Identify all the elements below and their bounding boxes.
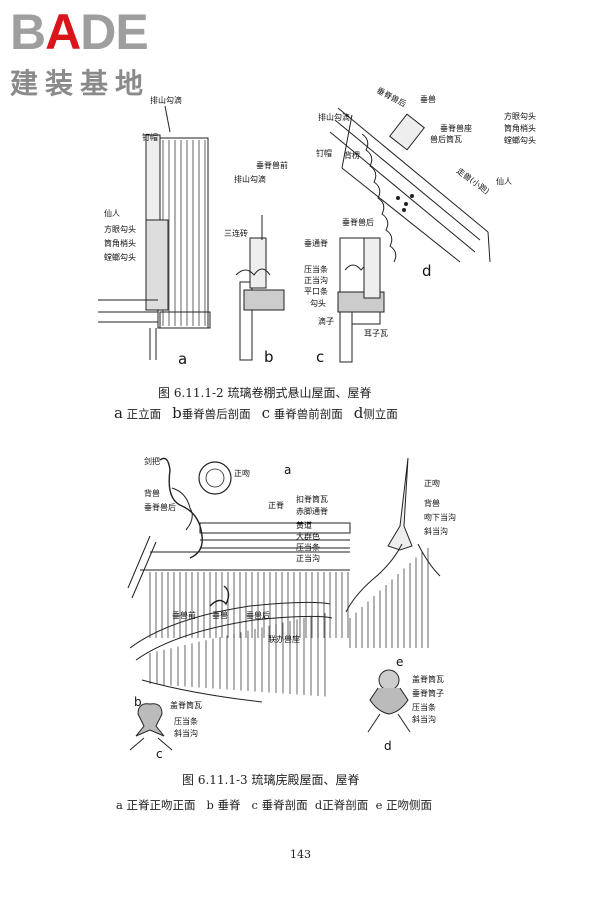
- label-letter-b: b: [264, 348, 274, 366]
- label-d-zuo: 垂脊兽座: [440, 123, 472, 133]
- label-fig2-a: a: [284, 463, 291, 477]
- label-zheng-ji: 正脊: [268, 500, 284, 510]
- page-number: 143: [290, 848, 311, 861]
- label-d-chui: 垂脊筒子: [412, 688, 444, 698]
- label-ding-mao-a: 钉帽: [142, 132, 158, 142]
- label-ping-kou-c: 平口条: [304, 286, 328, 296]
- figure-1-drawing: 排山勾滴 钉帽 仙人 方眼勾头 筒角梢头 螳螂勾头 排山勾滴 垂脊兽前 三连砖 …: [98, 85, 536, 368]
- figure-1-legend: a 正立面 b垂脊兽后剖面 c 垂脊兽前剖面 d侧立面: [114, 404, 398, 422]
- label-er-zi-c: 耳子瓦: [364, 329, 388, 338]
- label-san-lian-b: 三连砖: [224, 228, 248, 238]
- label-pai-shan-b: 排山勾滴: [234, 174, 266, 184]
- label-pai-shan-a: 排山勾滴: [150, 95, 182, 105]
- label-d-pai: 排山勾滴: [318, 112, 350, 122]
- label-c-ya: 压当条: [174, 716, 198, 726]
- label-d-gai: 盖脊筒瓦: [412, 674, 444, 684]
- label-chui-shou-a: 垂脊兽后: [144, 502, 176, 512]
- label-bei-shou: 背兽: [144, 488, 160, 498]
- label-d-fang: 方眼勾头: [504, 111, 536, 121]
- label-hou-c: 垂脊兽后: [342, 217, 374, 227]
- label-di-zi-c: 滴子: [318, 316, 334, 326]
- label-ya-a: 压当条: [296, 542, 320, 552]
- label-c-xie: 斜当沟: [174, 728, 198, 738]
- label-tang-lang-a: 螳螂勾头: [104, 252, 136, 262]
- label-d-xiaoshou: 走兽(小跑): [455, 166, 492, 197]
- figure-2-caption: 图 6.11.1-3 琉璃庑殿屋面、屋脊: [182, 773, 360, 787]
- label-da: 大群色: [296, 531, 320, 541]
- figure-2-drawing: 剑把 正吻 背兽 垂脊兽后 正脊 扣脊筒瓦 赤脚通脊 黄道 大群色 压当条 正当…: [127, 456, 456, 761]
- label-kou: 扣脊筒瓦: [296, 494, 328, 504]
- brand-logo: BADE: [10, 4, 149, 60]
- label-tong-jiao-a: 筒角梢头: [104, 238, 136, 248]
- figure-2-legend: a 正脊正吻正面 b 垂脊 c 垂脊剖面 d正脊剖面 e 正吻侧面: [116, 798, 433, 812]
- label-e-bei: 背兽: [424, 498, 440, 508]
- label-d-ya: 压当条: [412, 702, 436, 712]
- label-huang: 黄道: [296, 520, 312, 530]
- label-d-ding: 钉帽: [316, 148, 332, 158]
- label-xian-ren-a: 仙人: [104, 208, 120, 218]
- label-b-shou: 垂兽: [212, 610, 228, 620]
- label-fig2-e: e: [396, 655, 403, 669]
- label-d-tong2: 筒角梢头: [504, 123, 536, 133]
- label-d-beng: 背楞: [344, 150, 360, 160]
- label-gou-tou-c: 勾头: [310, 298, 326, 308]
- label-chi: 赤脚通脊: [296, 506, 328, 516]
- label-d-tong: 兽后筒瓦: [430, 134, 462, 144]
- label-b-lian: 联办兽座: [268, 634, 300, 644]
- label-jian: 剑把: [144, 456, 160, 466]
- label-zheng-wen: 正吻: [234, 468, 250, 478]
- label-d-tang: 螳螂勾头: [504, 135, 536, 145]
- label-ya-dang-c: 压当条: [304, 264, 328, 274]
- label-fig2-b: b: [134, 695, 142, 709]
- label-e-xie: 斜当沟: [424, 526, 448, 536]
- figure-1-caption: 图 6.11.1-2 琉璃卷棚式悬山屋面、屋脊: [158, 386, 372, 400]
- label-letter-c: c: [316, 348, 324, 366]
- label-d-shou: 垂兽: [420, 94, 436, 104]
- label-e-zheng: 正吻: [424, 478, 440, 488]
- label-b-hou: 垂兽后: [246, 610, 270, 620]
- label-d-xian: 仙人: [496, 176, 512, 186]
- label-letter-a: a: [178, 350, 187, 368]
- label-zheng-dang-c: 正当沟: [304, 275, 328, 285]
- brand-subtitle: 建装基地: [10, 67, 151, 100]
- label-chui-tong-c: 垂通脊: [304, 238, 328, 248]
- label-e-wen: 吻下当沟: [424, 512, 456, 522]
- label-d-xie: 斜当沟: [412, 714, 436, 724]
- label-letter-d: d: [422, 262, 432, 280]
- label-chui-ji-b: 垂脊兽前: [256, 160, 288, 170]
- label-fig2-c: c: [156, 747, 163, 761]
- label-zd-a: 正当沟: [296, 553, 320, 563]
- label-d-shouhou: 垂脊兽后: [375, 85, 408, 109]
- label-b-qian: 垂兽前: [172, 610, 196, 620]
- label-fig2-d: d: [384, 739, 392, 753]
- label-fang-yan-a: 方眼勾头: [104, 224, 136, 234]
- label-c-gai: 盖脊筒瓦: [170, 700, 202, 710]
